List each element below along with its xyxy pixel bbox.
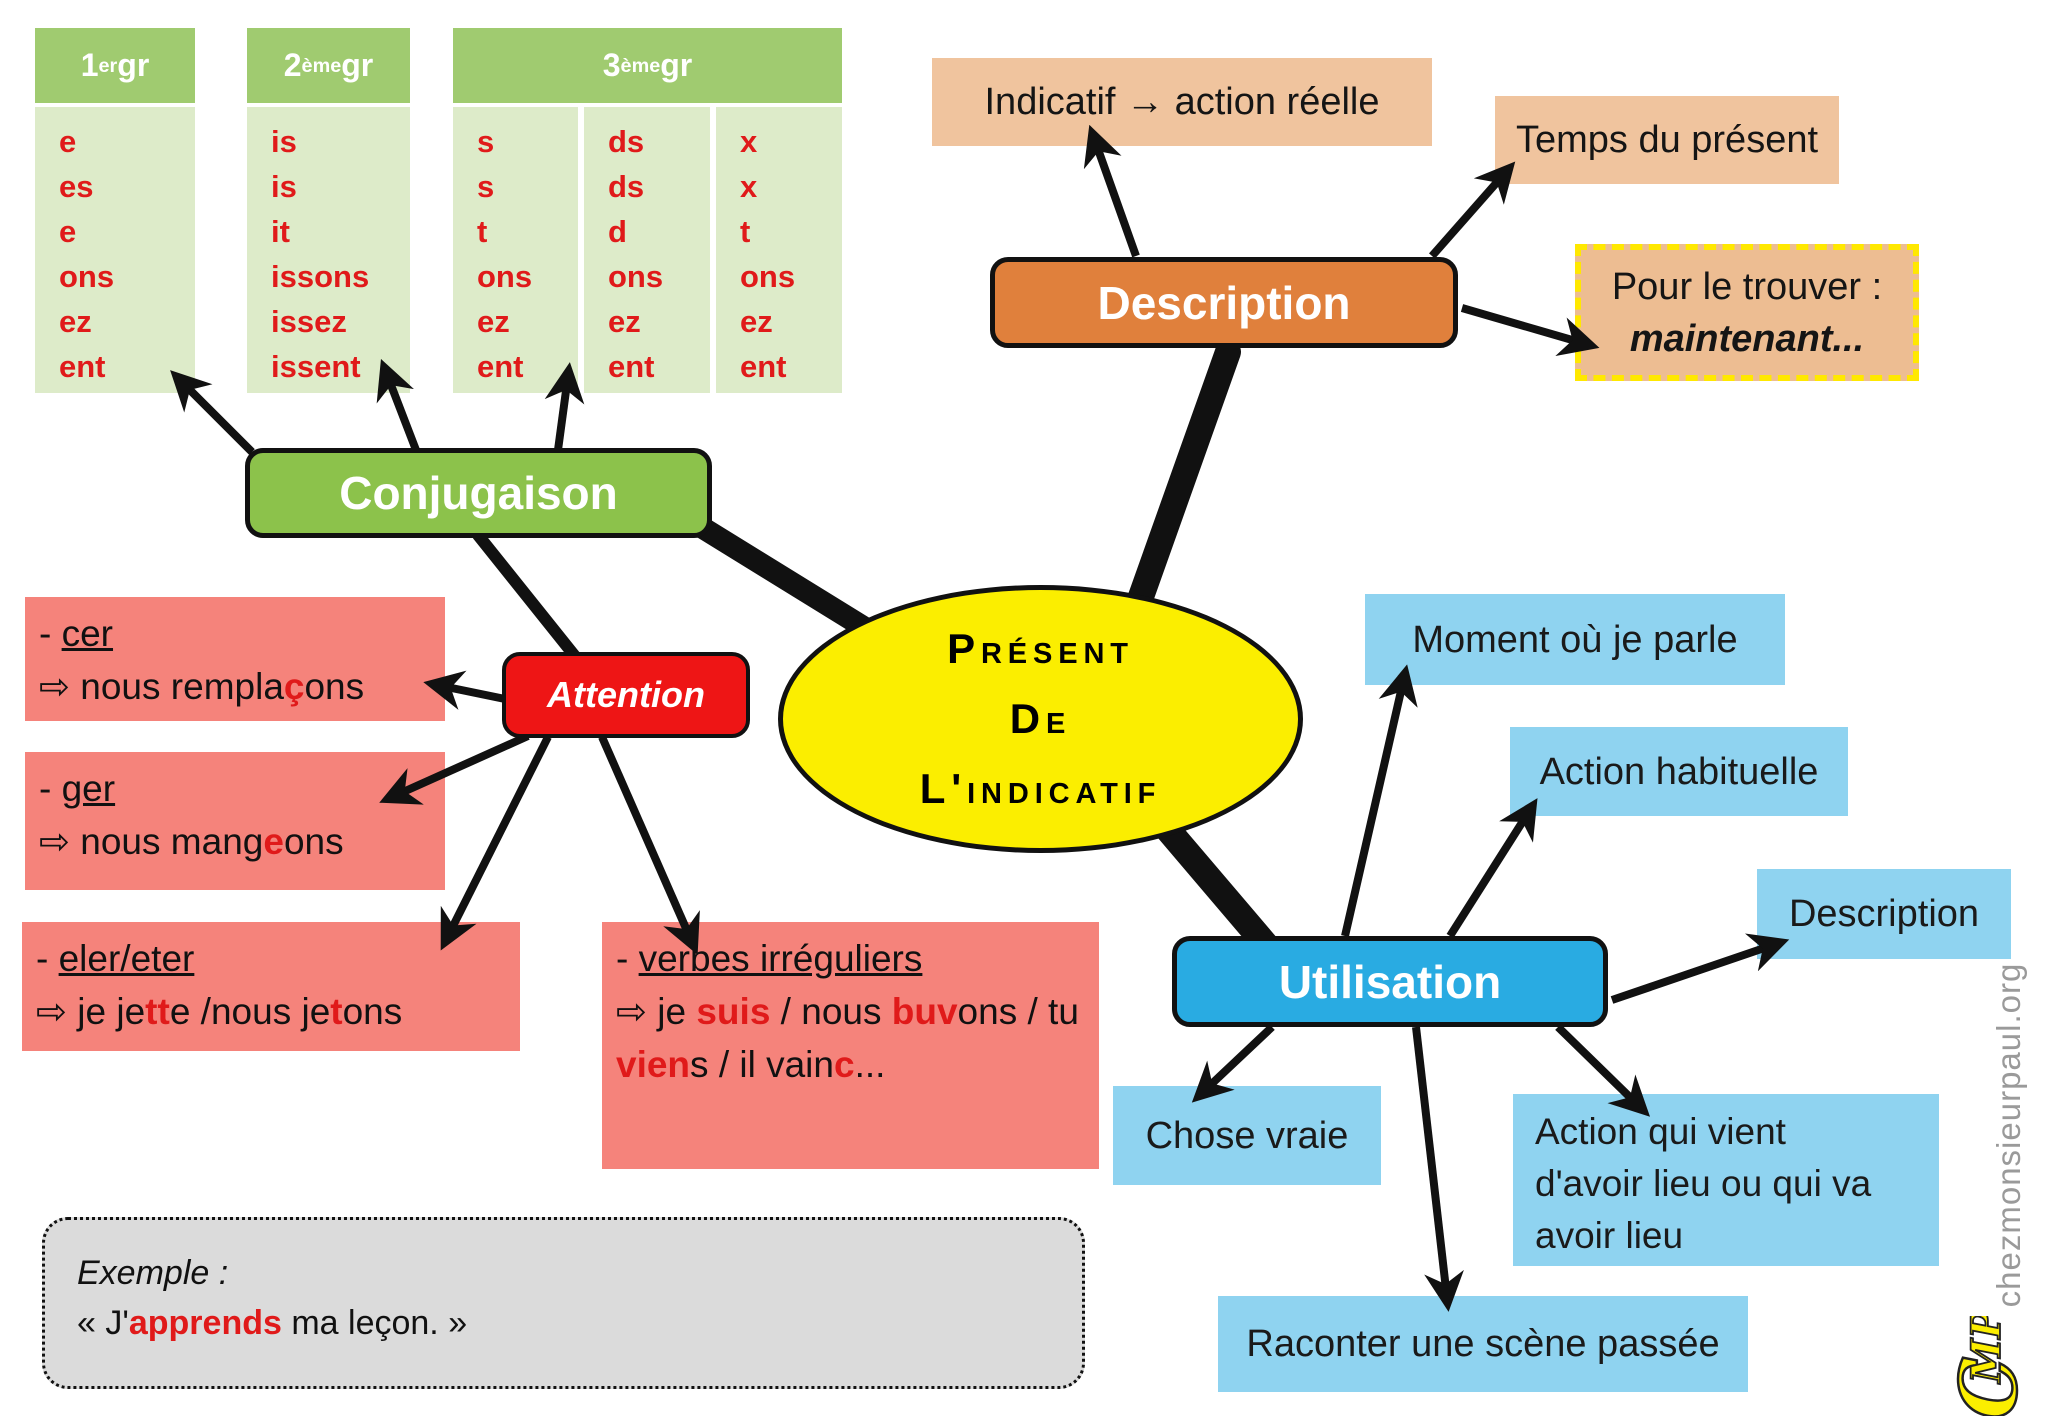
cer-title: - cer [39,613,114,654]
leaf-temps-du-present: Temps du présent [1495,96,1839,184]
leaf-action-habituelle: Action habituelle [1510,727,1848,816]
eler-example: ⇨ je jette /nous jetons [36,991,403,1032]
leaf-cer: - cer ⇨ nous remplaçons [25,597,445,721]
ger-example: ⇨ nous mangeons [39,821,344,862]
ger-title: - ger [39,768,116,809]
arrow-to-trouver [1460,304,1600,356]
pour-le-trouver-line1: Pour le trouver : [1611,265,1883,308]
eler-title: - eler/eter [36,938,195,979]
cer-example: ⇨ nous remplaçons [39,666,365,707]
branch-utilisation-line [1145,805,1285,965]
example-label: Exemple : [77,1254,229,1292]
leaf-description: Description [1757,869,2011,959]
node-attention: Attention [502,652,750,738]
arrow-to-cer [423,670,511,710]
arrow-to-habituelle [1446,798,1538,939]
leaf-pour-le-trouver: Pour le trouver : maintenant... [1575,244,1919,381]
example-box: Exemple : « J'apprends ma leçon. » [42,1217,1085,1389]
node-description: Description [990,257,1458,348]
verbes-title: - verbes irréguliers [616,938,923,979]
site-watermark: chezmonsieurpaul.org [1990,962,2027,1308]
arrow-to-raconter [1412,1026,1464,1312]
arrow-to-chose [1191,1024,1275,1103]
arrow-to-eler [440,735,552,951]
node-utilisation: Utilisation [1172,936,1608,1027]
leaf-chose-vraie: Chose vraie [1113,1086,1381,1185]
pour-le-trouver-line2: maintenant... [1629,317,1865,360]
node-conjugaison: Conjugaison [245,448,712,538]
leaf-moment-ou-je-parle: Moment où je parle [1365,594,1785,685]
verbes-example: ⇨ je suis / nous buvons / tu viens / il … [616,991,1079,1085]
leaf-verbes-irreguliers: - verbes irréguliers ⇨ je suis / nous bu… [602,922,1099,1169]
branch-conjugaison-line [679,509,876,639]
leaf-raconter-scene-passee: Raconter une scène passée [1218,1296,1748,1392]
branch-description-line [1119,339,1241,635]
example-sentence: « J'apprends ma leçon. » [77,1304,468,1342]
arrow-to-moment [1341,664,1418,937]
leaf-eler-eter: - eler/eter ⇨ je jette /nous jetons [22,922,520,1051]
cmp-logo: C MP [1943,1316,2037,1416]
arrow-to-verbes [598,735,700,955]
branch-attention-line [472,529,584,666]
cmp-logo-mp: MP [1963,1316,2010,1385]
leaf-ger: - ger ⇨ nous mangeons [25,752,445,890]
leaf-indicatif-action-reelle: Indicatif → action réelle [932,58,1432,146]
cmp-logo-c: C [1944,1357,2035,1416]
arrow-to-temps [1428,161,1516,259]
arrow-to-description-leaf [1610,933,1790,1004]
arrow-to-indicatif [1083,124,1140,258]
